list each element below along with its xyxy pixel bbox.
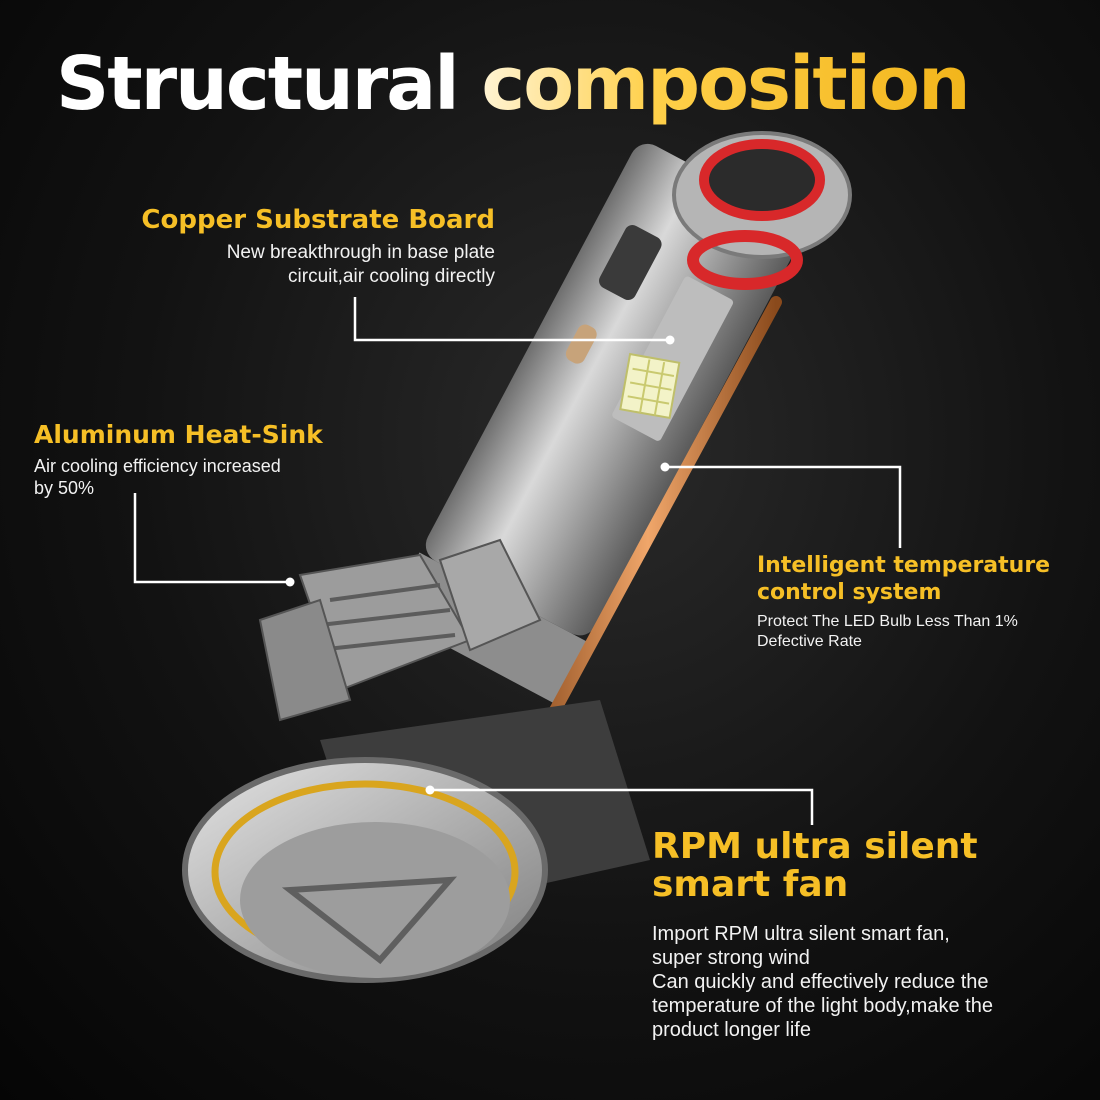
title-word-2: composition xyxy=(481,41,970,127)
fan-assembly xyxy=(182,700,650,983)
copper-substrate-title: Copper Substrate Board xyxy=(141,205,495,235)
title-word-1: Structural xyxy=(56,41,460,127)
smart-fan-callout: RPM ultra silent smart fan Import RPM ul… xyxy=(652,828,1082,1042)
aluminum-heatsink-callout: Aluminum Heat-Sink Air cooling efficienc… xyxy=(34,420,323,499)
smart-fan-desc-5: product longer life xyxy=(652,1019,811,1041)
copper-substrate-callout: Copper Substrate Board New breakthrough … xyxy=(141,205,495,289)
leader-dots xyxy=(285,335,675,795)
page-title: Structural composition xyxy=(56,40,971,129)
led-chip-array xyxy=(619,352,681,420)
aluminum-heatsink-desc-1: Air cooling efficiency increased xyxy=(34,456,281,476)
smart-fan-title: RPM ultra silent smart fan xyxy=(652,826,978,905)
aluminum-heatsink-title: Aluminum Heat-Sink xyxy=(34,420,323,449)
copper-substrate-desc-2: circuit,air cooling directly xyxy=(288,266,495,287)
smart-fan-desc-4: temperature of the light body,make the xyxy=(652,995,993,1017)
smart-fan-desc-2: super strong wind xyxy=(652,947,810,969)
leader-lines xyxy=(133,297,902,825)
smart-fan-desc-1: Import RPM ultra silent smart fan, xyxy=(652,923,950,945)
leader-fan xyxy=(430,788,814,825)
temperature-control-callout: Intelligent temperature control system P… xyxy=(757,552,1077,652)
aluminum-heatsink-desc-2: by 50% xyxy=(34,478,95,498)
leader-copper xyxy=(353,297,670,342)
copper-heat-pipe xyxy=(514,296,782,781)
temperature-control-desc: Protect The LED Bulb Less Than 1% Defect… xyxy=(757,613,1018,650)
bulb-base xyxy=(672,131,852,290)
leader-aluminum xyxy=(133,493,290,584)
aluminum-fins xyxy=(258,538,542,722)
leader-temperature xyxy=(665,465,902,548)
temperature-control-title: Intelligent temperature control system xyxy=(757,553,1051,605)
smart-fan-desc-3: Can quickly and effectively reduce the xyxy=(652,971,989,993)
copper-substrate-desc-1: New breakthrough in base plate xyxy=(226,242,495,263)
